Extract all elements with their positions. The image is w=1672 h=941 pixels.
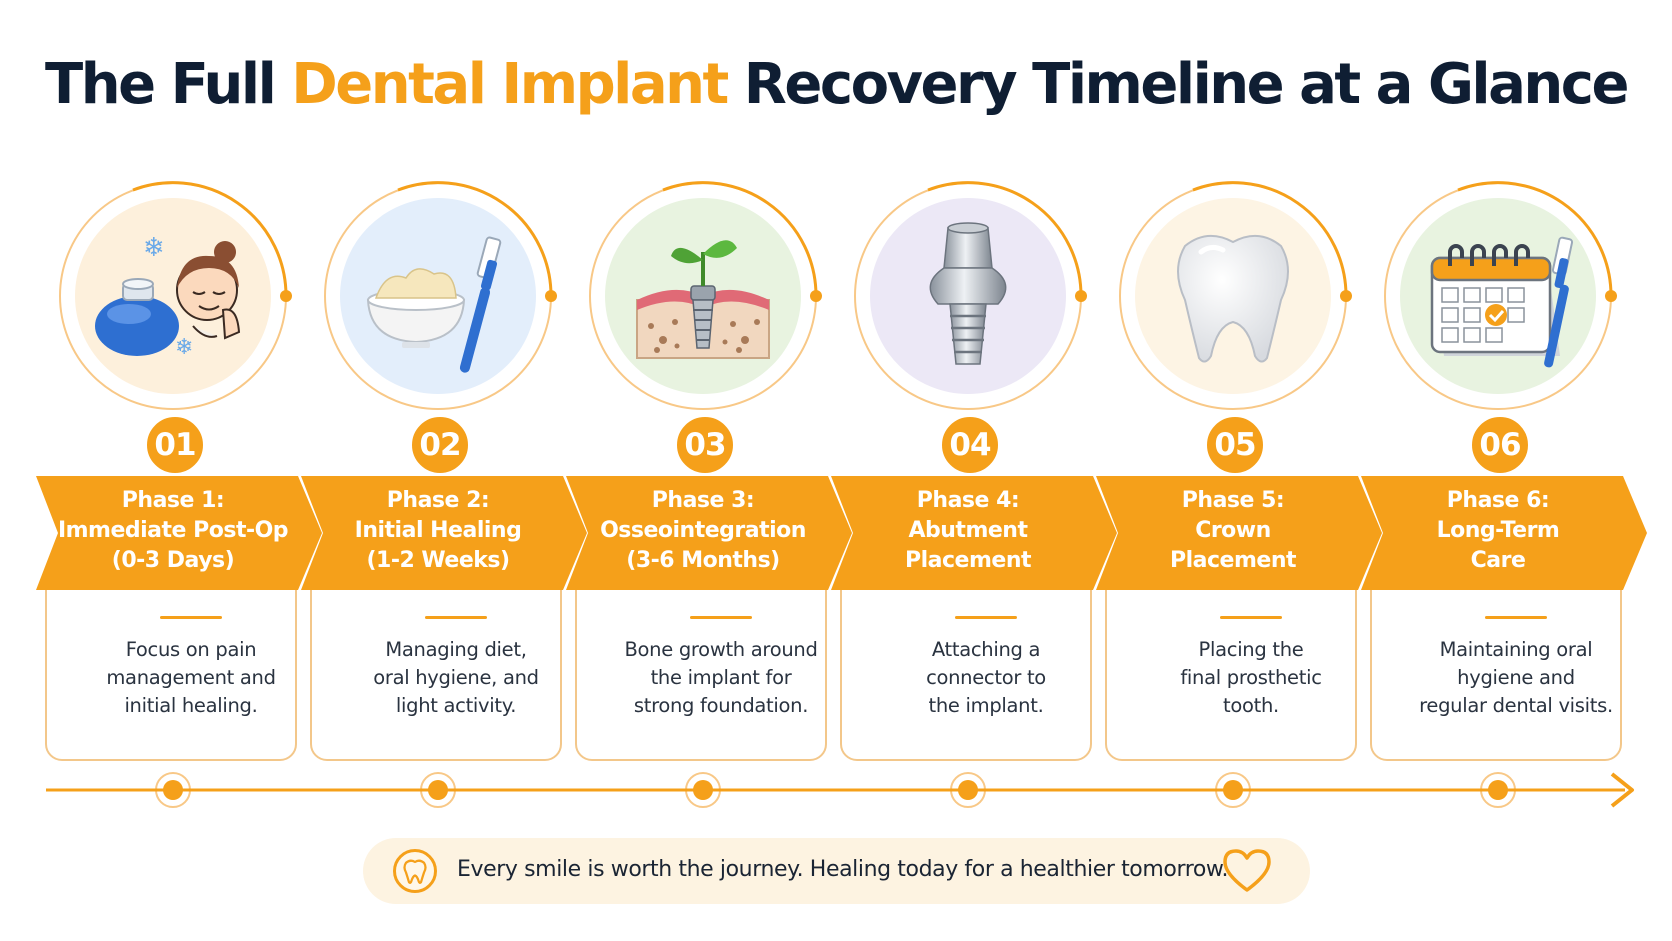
phase-description: Focus on pain management and initial hea… bbox=[46, 636, 336, 720]
title-part-1: The Full bbox=[45, 52, 292, 117]
desc-line: oral hygiene, and bbox=[373, 666, 539, 689]
phase-description: Placing the final prosthetic tooth. bbox=[1106, 636, 1396, 720]
desc-line: connector to bbox=[926, 666, 1046, 689]
desc-line: strong foundation. bbox=[633, 694, 809, 717]
phase-name: Crown bbox=[1195, 518, 1271, 543]
phase-number-badge: 01 bbox=[144, 414, 206, 476]
implant-in-bone-sprout-icon bbox=[605, 198, 801, 394]
ice-pack-face-icon: ❄ ❄ bbox=[75, 198, 271, 394]
heart-icon bbox=[1223, 849, 1271, 892]
phase-number-badge: 03 bbox=[674, 414, 736, 476]
desc-line: tooth. bbox=[1223, 694, 1279, 717]
divider bbox=[955, 616, 1017, 619]
phase-2: 02 Phase 2: Initial Healing (1-2 Weeks) … bbox=[283, 0, 548, 941]
phase-number-badge: 04 bbox=[939, 414, 1001, 476]
divider bbox=[160, 616, 222, 619]
divider bbox=[1220, 616, 1282, 619]
phase-number-badge: 06 bbox=[1469, 414, 1531, 476]
svg-text:❄: ❄ bbox=[143, 233, 165, 263]
title-part-2: Recovery Timeline at a Glance bbox=[726, 52, 1630, 117]
phase-description: Managing diet, oral hygiene, and light a… bbox=[311, 636, 601, 720]
phase-label: Phase 4: bbox=[916, 488, 1020, 513]
phase-label: Phase 1: bbox=[121, 488, 225, 513]
phase-banner-title: Phase 2: Initial Healing (1-2 Weeks) bbox=[293, 486, 583, 576]
phase-description: Maintaining oral hygiene and regular den… bbox=[1371, 636, 1661, 720]
phase-banner-title: Phase 1: Immediate Post-Op (0-3 Days) bbox=[28, 486, 318, 576]
timeline-arrowhead bbox=[1610, 772, 1634, 808]
tooth-crown-icon bbox=[1135, 198, 1331, 394]
desc-line: Attaching a bbox=[931, 638, 1041, 661]
desc-line: the implant. bbox=[928, 694, 1044, 717]
phase-banner-title: Phase 5: Crown Placement bbox=[1088, 486, 1378, 576]
desc-line: Bone growth around bbox=[624, 638, 818, 661]
abutment-icon bbox=[870, 198, 1066, 394]
phase-banner-title: Phase 3: Osseointegration (3-6 Months) bbox=[558, 486, 848, 576]
phase-number-badge: 05 bbox=[1204, 414, 1266, 476]
phase-4: 04 Phase 4: Abutment Placement Attaching… bbox=[813, 0, 1078, 941]
desc-line: Maintaining oral bbox=[1439, 638, 1593, 661]
phase-duration: (3-6 Months) bbox=[626, 548, 780, 573]
footer-text: Every smile is worth the journey. Healin… bbox=[457, 857, 1229, 882]
soft-food-toothbrush-icon bbox=[340, 198, 536, 394]
phase-label: Phase 2: bbox=[386, 488, 490, 513]
phase-label: Phase 6: bbox=[1446, 488, 1550, 513]
phase-3: 03 Phase 3: Osseointegration (3-6 Months… bbox=[548, 0, 818, 941]
phase-description: Attaching a connector to the implant. bbox=[841, 636, 1131, 720]
desc-line: Placing the bbox=[1198, 638, 1304, 661]
desc-line: hygiene and bbox=[1457, 666, 1575, 689]
title-highlight: Dental Implant bbox=[291, 52, 729, 117]
desc-line: initial healing. bbox=[124, 694, 258, 717]
divider bbox=[425, 616, 487, 619]
phase-5: 05 Phase 5: Crown Placement Placing the … bbox=[1078, 0, 1343, 941]
phase-banner-title: Phase 6: Long-Term Care bbox=[1353, 486, 1643, 576]
phase-duration: Placement bbox=[905, 548, 1032, 573]
desc-line: management and bbox=[106, 666, 276, 689]
phase-name: Abutment bbox=[908, 518, 1028, 543]
phase-name: Long-Term bbox=[1436, 518, 1560, 543]
phase-6: 06 Phase 6: Long-Term Care Maintaining o… bbox=[1343, 0, 1613, 941]
phase-duration: (0-3 Days) bbox=[111, 548, 235, 573]
phase-1: ❄ ❄ 01 Phase 1: Immediate Post-Op (0-3 D… bbox=[18, 0, 289, 941]
page-title: The Full Dental Implant Recovery Timelin… bbox=[0, 52, 1672, 117]
phase-label: Phase 5: bbox=[1181, 488, 1285, 513]
phase-duration: Placement bbox=[1170, 548, 1297, 573]
phase-duration: (1-2 Weeks) bbox=[366, 548, 510, 573]
desc-line: regular dental visits. bbox=[1419, 694, 1613, 717]
phase-duration: Care bbox=[1470, 548, 1526, 573]
tooth-icon bbox=[393, 849, 437, 893]
calendar-toothbrush-icon bbox=[1400, 198, 1596, 394]
svg-text:❄: ❄ bbox=[175, 335, 193, 360]
phase-number-badge: 02 bbox=[409, 414, 471, 476]
divider bbox=[690, 616, 752, 619]
divider bbox=[1485, 616, 1547, 619]
phase-name: Osseointegration bbox=[600, 518, 806, 543]
phase-description: Bone growth around the implant for stron… bbox=[576, 636, 866, 720]
desc-line: the implant for bbox=[650, 666, 792, 689]
phase-label: Phase 3: bbox=[651, 488, 755, 513]
phase-banner-title: Phase 4: Abutment Placement bbox=[823, 486, 1113, 576]
phase-name: Immediate Post-Op bbox=[57, 518, 289, 543]
desc-line: Focus on pain bbox=[125, 638, 257, 661]
desc-line: light activity. bbox=[395, 694, 517, 717]
phase-name: Initial Healing bbox=[354, 518, 522, 543]
desc-line: final prosthetic bbox=[1180, 666, 1322, 689]
footer-tagline: Every smile is worth the journey. Healin… bbox=[363, 838, 1310, 904]
desc-line: Managing diet, bbox=[385, 638, 527, 661]
